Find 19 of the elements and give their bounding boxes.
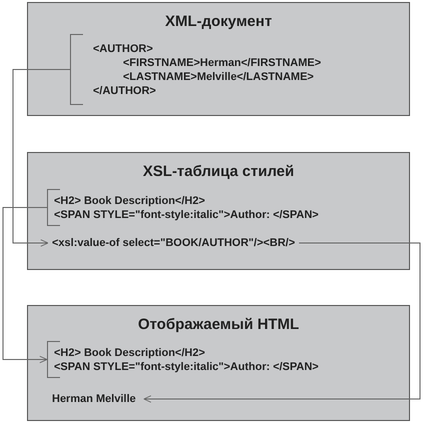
code-line: <SPAN STYLE="font-style:italic">Author: </SPAN> [54,208,320,222]
code-line: <xsl:value-of select="BOOK/AUTHOR"/><BR/> [48,236,300,250]
panel-box [27,152,410,270]
panel-title: XSL-таблица стилей [142,163,296,180]
code-line: <AUTHOR> [93,42,154,56]
arrow [2,207,48,364]
code-line: <H2> Book Description</H2> [54,346,206,360]
arrow [12,69,70,247]
arrow [143,242,420,403]
code-line: <H2> Book Description</H2> [54,194,206,208]
code-line: <LASTNAME>Melville</LASTNAME> [122,70,315,84]
code-line: Herman Melville [46,392,144,406]
panel-title: XML-документ [164,13,273,30]
panel-box [27,2,410,116]
code-line: <SPAN STYLE="font-style:italic">Author: </SPAN> [54,360,320,374]
code-line: </AUTHOR> [93,84,157,98]
panel-box [27,305,410,421]
code-line: <FIRSTNAME>Herman</FIRSTNAME> [122,56,322,70]
panel-title: Отображаемый HTML [136,316,300,333]
